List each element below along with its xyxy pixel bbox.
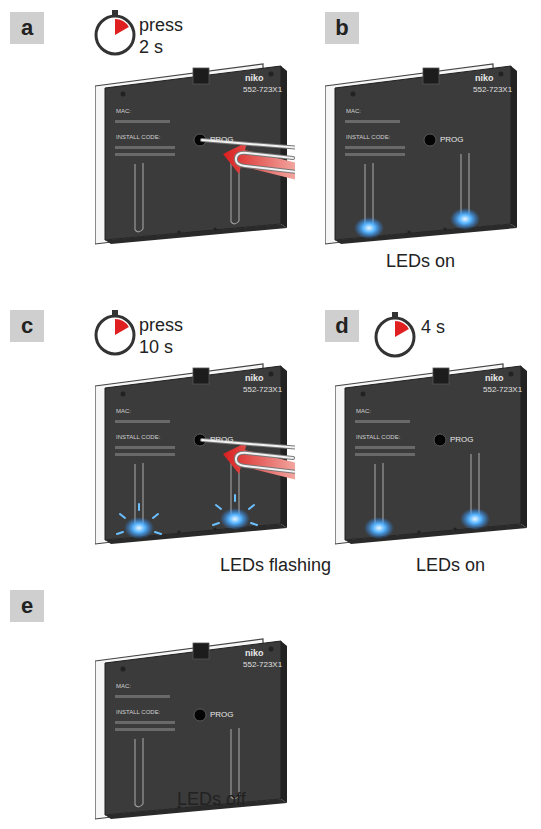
brand-label: niko: [245, 649, 264, 658]
instruction-text: press: [139, 16, 183, 34]
prog-label: PROG: [440, 136, 464, 144]
install-code-label: INSTALL CODE:: [116, 434, 160, 440]
step-letter-box: b: [325, 12, 359, 44]
brand-label: niko: [245, 74, 264, 83]
duration-text: 2 s: [139, 38, 163, 56]
model-number: 552-723X1: [473, 86, 512, 94]
status-caption: LEDs on: [386, 252, 455, 270]
prog-label: PROG: [210, 711, 234, 719]
install-code-label: INSTALL CODE:: [346, 134, 390, 140]
step-letter-box: c: [10, 310, 44, 342]
mac-label: MAC:: [346, 108, 361, 114]
step-letter: b: [335, 17, 348, 39]
prog-label: PROG: [210, 436, 234, 444]
status-caption: LEDs on: [416, 556, 485, 574]
model-number: 552-723X1: [243, 386, 282, 394]
install-code-label: INSTALL CODE:: [356, 434, 400, 440]
duration-text: 4 s: [421, 318, 445, 336]
step-letter-box: e: [10, 590, 44, 622]
brand-label: niko: [245, 374, 264, 383]
model-number: 552-723X1: [483, 386, 522, 394]
step-letter: e: [21, 595, 33, 617]
mac-label: MAC:: [116, 683, 131, 689]
duration-text: 10 s: [139, 338, 173, 356]
brand-label: niko: [475, 74, 494, 83]
status-caption: LEDs off: [177, 790, 246, 808]
brand-label: niko: [485, 374, 504, 383]
install-code-label: INSTALL CODE:: [116, 709, 160, 715]
step-letter: c: [21, 315, 33, 337]
model-number: 552-723X1: [243, 661, 282, 669]
step-letter: a: [21, 17, 33, 39]
mac-label: MAC:: [116, 108, 131, 114]
install-code-label: INSTALL CODE:: [116, 134, 160, 140]
step-letter-box: d: [325, 310, 359, 342]
model-number: 552-723X1: [243, 86, 282, 94]
prog-label: PROG: [450, 436, 474, 444]
step-letter: d: [335, 315, 348, 337]
mac-label: MAC:: [356, 408, 371, 414]
status-caption: LEDs flashing: [220, 556, 331, 574]
mac-label: MAC:: [116, 408, 131, 414]
step-letter-box: a: [10, 12, 44, 44]
instruction-text: press: [139, 316, 183, 334]
prog-label: PROG: [210, 136, 234, 144]
